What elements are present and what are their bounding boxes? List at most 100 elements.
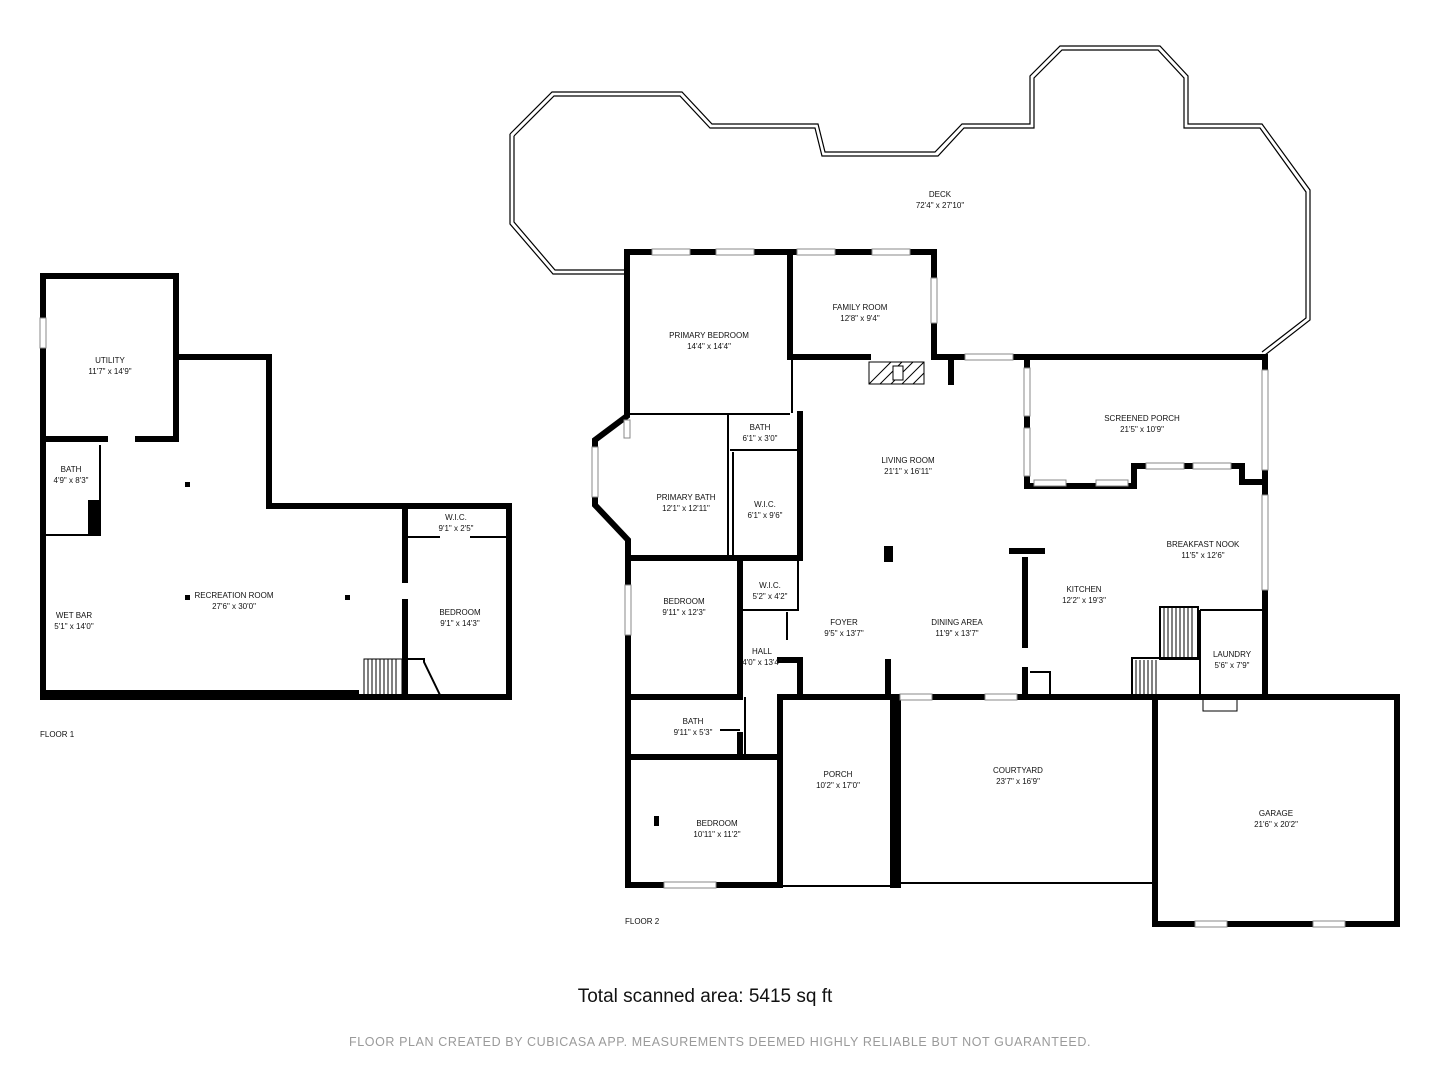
room-dims: 21'5" x 10'9" xyxy=(1120,425,1164,434)
room-dims: 21'6" x 20'2" xyxy=(1254,820,1298,829)
total-area-text: Total scanned area: 5415 sq ft xyxy=(577,986,833,1007)
hall-end-wall xyxy=(777,657,803,700)
room-dims: 4'0" x 13'4" xyxy=(742,658,782,667)
room-name: COURTYARD xyxy=(993,766,1043,775)
room-name: KITCHEN xyxy=(1066,585,1101,594)
room-name: PRIMARY BEDROOM xyxy=(669,331,749,340)
room-dims: 27'6" x 30'0" xyxy=(212,602,256,611)
bath-fixture xyxy=(88,500,100,535)
room-dims: 9'1" x 14'3" xyxy=(440,619,480,628)
room-name: LAUNDRY xyxy=(1213,650,1252,659)
floor-label: FLOOR 2 xyxy=(625,917,660,926)
window xyxy=(984,693,1018,701)
window xyxy=(624,584,632,636)
window xyxy=(1095,479,1129,487)
window xyxy=(930,277,938,324)
window xyxy=(591,446,599,498)
floor-1-stairs xyxy=(363,658,441,696)
column xyxy=(345,595,350,600)
room-dims: 5'2" x 4'2" xyxy=(753,592,788,601)
window xyxy=(1192,462,1232,470)
room-name: BEDROOM xyxy=(663,597,705,606)
room-dims: 12'8" x 9'4" xyxy=(840,314,880,323)
floor-2-stairs xyxy=(1131,606,1201,697)
room-dims: 11'7" x 14'9" xyxy=(88,367,131,376)
screened-porch-wall xyxy=(1024,357,1268,489)
floor-1-outer-wall xyxy=(40,273,512,700)
window xyxy=(871,248,911,256)
window xyxy=(1033,479,1067,487)
wic2-walls xyxy=(740,559,799,611)
porch-walls xyxy=(780,697,894,887)
column xyxy=(185,482,190,487)
room-dims: 6'1" x 3'0" xyxy=(743,434,778,443)
window xyxy=(796,248,836,256)
hall-walls xyxy=(720,697,746,757)
deck-outline xyxy=(509,45,1311,356)
window xyxy=(1261,369,1269,471)
window xyxy=(1194,920,1228,928)
primary-bath-walls xyxy=(727,414,800,558)
room-dims: 9'5" x 13'7" xyxy=(824,629,864,638)
room-dims: 9'11" x 12'3" xyxy=(662,608,705,617)
room-name: FAMILY ROOM xyxy=(833,303,888,312)
room-name: BEDROOM xyxy=(439,608,481,617)
pantry-wall xyxy=(1030,671,1051,697)
column xyxy=(185,595,190,600)
room-name: WET BAR xyxy=(56,611,93,620)
room-dims: 12'1" x 12'11" xyxy=(662,504,710,513)
room-dims: 11'5" x 12'6" xyxy=(1181,551,1224,560)
room-dims: 12'2" x 19'3" xyxy=(1062,596,1106,605)
room-dims: 21'1" x 16'11" xyxy=(884,467,932,476)
primary-bedroom-wall xyxy=(787,249,871,360)
room-name: BATH xyxy=(683,717,704,726)
room-name: W.I.C. xyxy=(445,513,467,522)
garage-walls xyxy=(1152,694,1400,927)
room-name: UTILITY xyxy=(95,356,125,365)
room-name: SCREENED PORCH xyxy=(1104,414,1180,423)
room-name: HALL xyxy=(752,647,773,656)
hall-closet-wall xyxy=(741,612,788,640)
room-dims: 5'1" x 14'0" xyxy=(54,622,94,631)
room-name: RECREATION ROOM xyxy=(195,591,274,600)
floor-2-west-wall xyxy=(592,249,1033,888)
utility-wall xyxy=(40,354,179,442)
window xyxy=(964,353,1014,361)
room-name: PORCH xyxy=(824,770,853,779)
disclaimer-text: FLOOR PLAN CREATED BY CUBICASA APP. MEAS… xyxy=(348,1035,1092,1049)
window xyxy=(663,881,717,889)
room-dims: 10'11" x 11'2" xyxy=(693,830,740,839)
room-dims: 5'6" x 7'9" xyxy=(1215,661,1250,670)
room-dims: 23'7" x 16'9" xyxy=(996,777,1040,786)
fireplace-box xyxy=(892,365,904,381)
window xyxy=(899,693,933,701)
room-name: PRIMARY BATH xyxy=(656,493,715,502)
room-name: GARAGE xyxy=(1259,809,1293,818)
room-name: BEDROOM xyxy=(696,819,738,828)
laundry-step xyxy=(1202,696,1238,712)
room-name: LIVING ROOM xyxy=(881,456,935,465)
room-name: BATH xyxy=(61,465,82,474)
room-dims: 10'2" x 17'0" xyxy=(816,781,860,790)
bath-walls xyxy=(625,732,783,760)
courtyard-walls xyxy=(890,694,1158,888)
room-name: BREAKFAST NOOK xyxy=(1167,540,1240,549)
room-dims: 9'1" x 2'5" xyxy=(439,524,474,533)
room-name: BATH xyxy=(750,423,771,432)
room-dims: 9'11" x 5'3" xyxy=(674,728,713,737)
window xyxy=(623,419,631,439)
bath-wic-walls xyxy=(625,411,803,561)
room-dims: 6'1" x 9'6" xyxy=(748,511,783,520)
column xyxy=(654,816,659,826)
room-name: DECK xyxy=(929,190,952,199)
floor-2-plan xyxy=(509,45,1400,928)
window xyxy=(1023,367,1031,417)
room-name: FOYER xyxy=(830,618,858,627)
room-dims: 14'4" x 14'4" xyxy=(687,342,731,351)
window xyxy=(1312,920,1346,928)
window xyxy=(651,248,691,256)
room-labels: UTILITY 11'7" x 14'9" BATH 4'9" x 8'3" W… xyxy=(40,190,1298,926)
window xyxy=(1145,462,1185,470)
room-name: W.I.C. xyxy=(754,500,776,509)
